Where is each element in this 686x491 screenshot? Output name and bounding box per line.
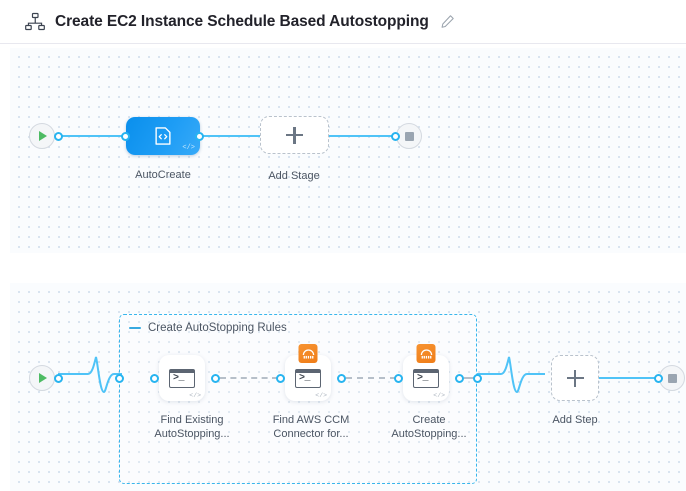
- step-group-header: Create AutoStopping Rules: [129, 322, 287, 334]
- edge-addstage-to-end: [327, 135, 395, 137]
- step-label-find-existing: Find Existing AutoStopping...: [154, 414, 230, 440]
- port-step1-out[interactable]: [211, 373, 220, 383]
- pipeline-stages-canvas[interactable]: </> AutoCreate Add Stage: [10, 48, 686, 253]
- add-stage-button[interactable]: [260, 116, 329, 154]
- step-node-find-existing[interactable]: >_ </>: [159, 355, 205, 401]
- aws-ccm-icon: [298, 344, 318, 363]
- port-group-out[interactable]: [473, 373, 482, 383]
- step-label-create-autostopping: Create AutoStopping...: [391, 414, 467, 440]
- port-steps-end-in[interactable]: [654, 373, 663, 383]
- pencil-edit-icon[interactable]: [440, 14, 455, 29]
- edge-autocreate-to-addstage: [190, 135, 266, 137]
- port-step3-in[interactable]: [394, 373, 403, 383]
- pipeline-hierarchy-icon: [24, 11, 46, 33]
- port-step3-out[interactable]: [455, 373, 464, 383]
- page-title: Create EC2 Instance Schedule Based Autos…: [55, 12, 429, 30]
- stages-end-node[interactable]: [396, 123, 422, 149]
- play-icon: [39, 373, 47, 383]
- page-header: Create EC2 Instance Schedule Based Autos…: [0, 0, 686, 44]
- port-autocreate-in[interactable]: [121, 131, 130, 141]
- edge-group-to-addstep: [477, 356, 545, 394]
- edge-step2-to-step3: [346, 377, 396, 379]
- pipeline-steps-canvas[interactable]: Create AutoStopping Rules >_ </> Find Ex…: [10, 283, 686, 491]
- port-end-in[interactable]: [391, 131, 400, 141]
- stages-start-node[interactable]: [29, 123, 55, 149]
- play-icon: [39, 131, 47, 141]
- stage-node-autocreate[interactable]: </>: [126, 117, 200, 155]
- edge-start-to-group: [58, 356, 122, 394]
- steps-end-node[interactable]: [659, 365, 685, 391]
- shell-script-icon: >_: [295, 368, 321, 388]
- aws-ccm-icon: [416, 344, 436, 363]
- add-step-button[interactable]: [551, 355, 599, 401]
- steps-start-node[interactable]: [29, 365, 55, 391]
- port-steps-start-out[interactable]: [54, 373, 63, 383]
- port-autocreate-out[interactable]: [195, 131, 204, 141]
- edge-addstep-to-end: [598, 377, 658, 379]
- edge-step1-to-step2: [220, 377, 278, 379]
- port-step2-in[interactable]: [276, 373, 285, 383]
- add-stage-label: Add Stage: [268, 170, 320, 182]
- step2-terminal-glyph: >_: [299, 373, 311, 384]
- step-label-find-aws-ccm: Find AWS CCM Connector for...: [272, 414, 350, 440]
- step2-code-badge: </>: [315, 391, 327, 399]
- step3-code-badge: </>: [433, 391, 445, 399]
- plus-icon: [566, 369, 584, 387]
- edge-start-to-autocreate: [58, 135, 136, 137]
- stage-code-badge: </>: [182, 144, 195, 152]
- shell-script-icon: >_: [413, 368, 439, 388]
- step-node-create-autostopping[interactable]: >_ </>: [403, 344, 449, 401]
- shell-script-icon: >_: [169, 368, 195, 388]
- port-step2-out[interactable]: [337, 373, 346, 383]
- step1-terminal-glyph: >_: [173, 373, 185, 384]
- stop-icon: [404, 131, 414, 141]
- plus-icon: [286, 126, 303, 144]
- step-group-title: Create AutoStopping Rules: [148, 322, 287, 334]
- step3-terminal-glyph: >_: [417, 373, 429, 384]
- stage-label-autocreate: AutoCreate: [135, 169, 191, 181]
- port-step1-in[interactable]: [150, 373, 159, 383]
- step1-code-badge: </>: [189, 391, 201, 399]
- port-group-in[interactable]: [115, 373, 124, 383]
- step-node-find-aws-ccm[interactable]: >_ </>: [285, 344, 331, 401]
- stop-icon: [667, 373, 677, 383]
- add-step-label: Add Step: [552, 414, 598, 426]
- minus-collapse-icon[interactable]: [129, 327, 141, 329]
- edge-step3-to-group-out: [464, 377, 475, 379]
- port-start-out[interactable]: [54, 131, 63, 141]
- code-script-icon: [155, 127, 171, 145]
